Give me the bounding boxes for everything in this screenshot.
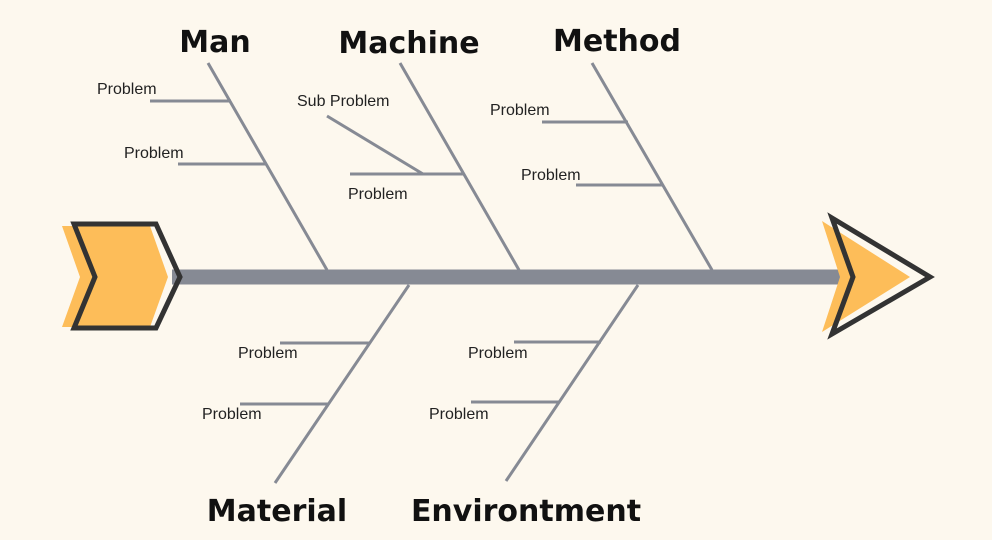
cause-label-machine-sub: Sub Problem: [297, 93, 390, 110]
cause-label-method-1: Problem: [490, 102, 550, 119]
bone-man: [150, 62, 329, 271]
bone-material: [240, 284, 411, 484]
cause-label-environment-1: Problem: [468, 345, 528, 362]
cause-label-man-1: Problem: [97, 81, 157, 98]
arrow-head-icon: [822, 212, 935, 340]
category-method: Method: [553, 24, 681, 59]
cause-label-method-2: Problem: [521, 167, 581, 184]
cause-label-material-1: Problem: [238, 345, 298, 362]
bone-machine-main: [398, 62, 521, 271]
category-man: Man: [179, 25, 250, 60]
category-environment: Environtment: [411, 494, 641, 529]
bone-machine-sub-cause: [326, 114, 424, 176]
category-machine: Machine: [338, 26, 479, 61]
bone-environment-main: [504, 284, 640, 482]
bone-environment: [471, 284, 640, 482]
tail-chevron-icon: [62, 221, 183, 331]
bone-man-main: [206, 62, 329, 271]
cause-label-machine-1: Problem: [348, 186, 408, 203]
cause-label-man-2: Problem: [124, 145, 184, 162]
bone-method-main: [590, 62, 714, 271]
bone-method: [542, 62, 714, 271]
bone-material-main: [273, 284, 411, 484]
bone-machine: [326, 62, 521, 271]
category-material: Material: [207, 494, 347, 529]
cause-label-environment-2: Problem: [429, 406, 489, 423]
cause-label-material-2: Problem: [202, 406, 262, 423]
